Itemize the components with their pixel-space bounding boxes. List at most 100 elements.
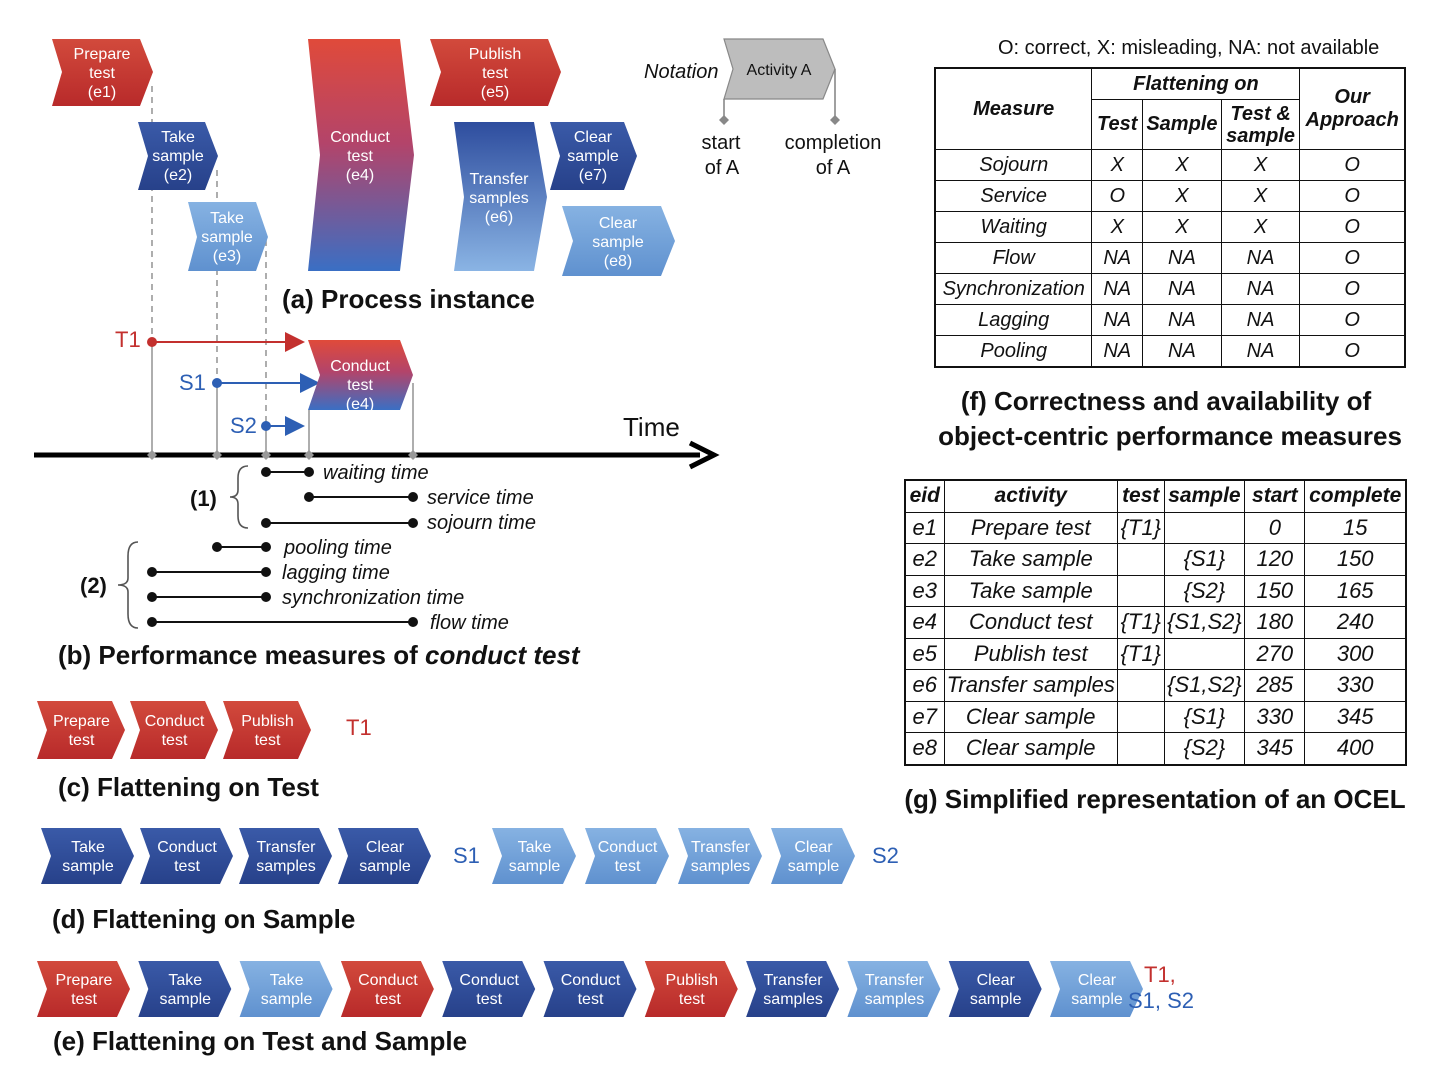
ocel-cell-test: {T1} [1116,511,1165,544]
ocel-cell-activity: Clear sample [943,700,1118,733]
chevron-shape [948,961,1042,1017]
chevron-shape [543,961,637,1017]
chevron-shape [1050,961,1143,1017]
flattened-event-prepare: Prepare test [37,701,125,759]
flattening-test-tag: T1 [346,715,372,740]
chevron-shape [585,828,669,884]
ocel-cell-sample: {S1} [1163,543,1246,576]
chevron-label-2: test [69,732,95,749]
chevron-label-2: sample [359,858,411,875]
ocel-cell-eid: e6 [904,669,945,702]
ocel-cell-test [1116,732,1165,765]
event-e1: Prepare test (e1) [52,39,153,106]
chevron-label-2: sample [1071,991,1123,1008]
event-e4: Conduct test (e4) [308,39,414,271]
chevron-label-1: Take [518,839,552,856]
chevron-label-1: Conduct [157,839,217,856]
chevron-label-1: Publish [241,713,293,730]
flattening-both-tag-2: S1, S2 [1128,988,1194,1013]
ocel-cell-complete: 330 [1304,669,1407,702]
event-e6-line1: Transfer [470,171,530,188]
chevron-label-2: test [615,858,641,875]
chevron-shape [239,961,333,1017]
measure-cell: O [1299,149,1406,181]
ocel-cell-eid: e4 [904,606,945,639]
event-e8: Clear sample (e8) [562,206,675,276]
measure-cell: NA [1220,335,1301,368]
measure-cell: X [1220,180,1301,212]
chevron-label-1: Prepare [53,713,110,730]
chevron-shape [746,961,840,1017]
measure-name: Pooling [934,335,1093,368]
ocel-cell-activity: Prepare test [943,511,1118,544]
measure-name: Flow [934,242,1093,274]
event-e2-line2: sample [152,148,204,165]
chevron-label-2: sample [261,991,313,1008]
event-e7: Clear sample (e7) [550,122,637,190]
chevron-shape [140,828,233,884]
subheader-sample: Sample [1142,99,1222,150]
ocel-cell-start: 120 [1244,543,1306,576]
chevron-label-2: sample [970,991,1022,1008]
ocel-cell-sample [1163,511,1246,544]
chevron-label-1: Clear [1078,972,1117,989]
event-e7-line2: sample [567,148,619,165]
chevron-shape [130,701,218,759]
chevron-label-2: test [476,991,502,1008]
ocel-header-start: start [1244,479,1306,513]
chevron-label-1: Transfer [764,972,824,989]
ocel-cell-activity: Clear sample [943,732,1118,765]
measure-name: Waiting [934,211,1093,243]
chevron-label-1: Transfer [691,839,751,856]
ocel-cell-sample: {S2} [1163,574,1246,607]
measure-name: Sojourn [934,149,1093,181]
chevron-label-1: Transfer [257,839,317,856]
notation-activity: Activity A [747,62,812,79]
event-e4-line1: Conduct [330,129,390,146]
notation: Notation Activity A start of A completio… [644,38,881,179]
chevron-label-1: Take [270,972,304,989]
measure-cell: O [1299,273,1406,305]
chevron-label-2: test [162,732,188,749]
chevron-label-2: samples [256,858,316,875]
ocel-header-eid: eid [904,479,945,513]
subheader-test: Test [1091,99,1144,150]
measure-cell: O [1091,180,1144,212]
event-e2-line1: Take [161,129,195,146]
event-e6-line2: samples [469,190,529,207]
ocel-cell-test [1116,543,1165,576]
ocel-cell-sample [1163,637,1246,670]
event-e5-line3: (e5) [481,84,509,101]
measure-cell: O [1299,242,1406,274]
chevron-shape [492,828,576,884]
measure-cell: X [1091,149,1144,181]
caption-b-prefix: (b) Performance measures of [58,640,425,670]
ocel-cell-complete: 300 [1304,637,1407,670]
caption-g: (g) Simplified representation of an OCEL [904,784,1405,814]
ocel-cell-sample: {S1,S2} [1163,606,1246,639]
chevron-label-1: Take [168,972,202,989]
measure-lagging: lagging time [282,562,390,584]
flattened-event-clear: Clear sample [1050,961,1143,1017]
measure-cell: X [1220,149,1301,181]
timeline-activity-line3: (e4) [346,396,374,413]
ocel-cell-sample: {S2} [1163,732,1246,765]
flattening-sample-s1-tag: S1 [453,843,480,868]
measures-table: Measure Flattening on Our Approach Test … [934,67,1406,368]
chevron-label-2: sample [62,858,114,875]
flattened-event-transfer: Transfer samples [239,828,332,884]
